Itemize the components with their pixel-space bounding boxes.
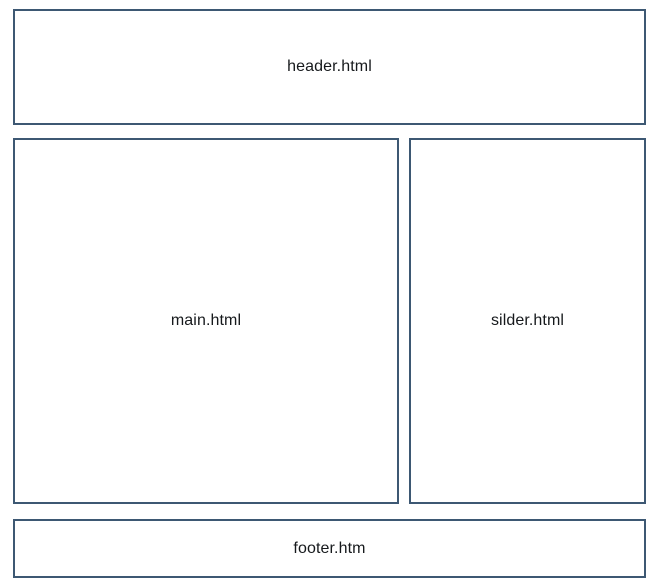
slider-frame-box[interactable]: silder.html — [409, 138, 646, 504]
main-frame-label: main.html — [170, 312, 242, 329]
main-frame-box[interactable]: main.html — [13, 138, 399, 504]
header-frame-label: header.html — [287, 58, 372, 75]
slider-frame-label: silder.html — [490, 312, 565, 329]
header-frame-box[interactable]: header.html — [13, 9, 646, 125]
footer-frame-box[interactable]: footer.htm — [13, 519, 646, 578]
footer-frame-label: footer.htm — [293, 539, 366, 557]
